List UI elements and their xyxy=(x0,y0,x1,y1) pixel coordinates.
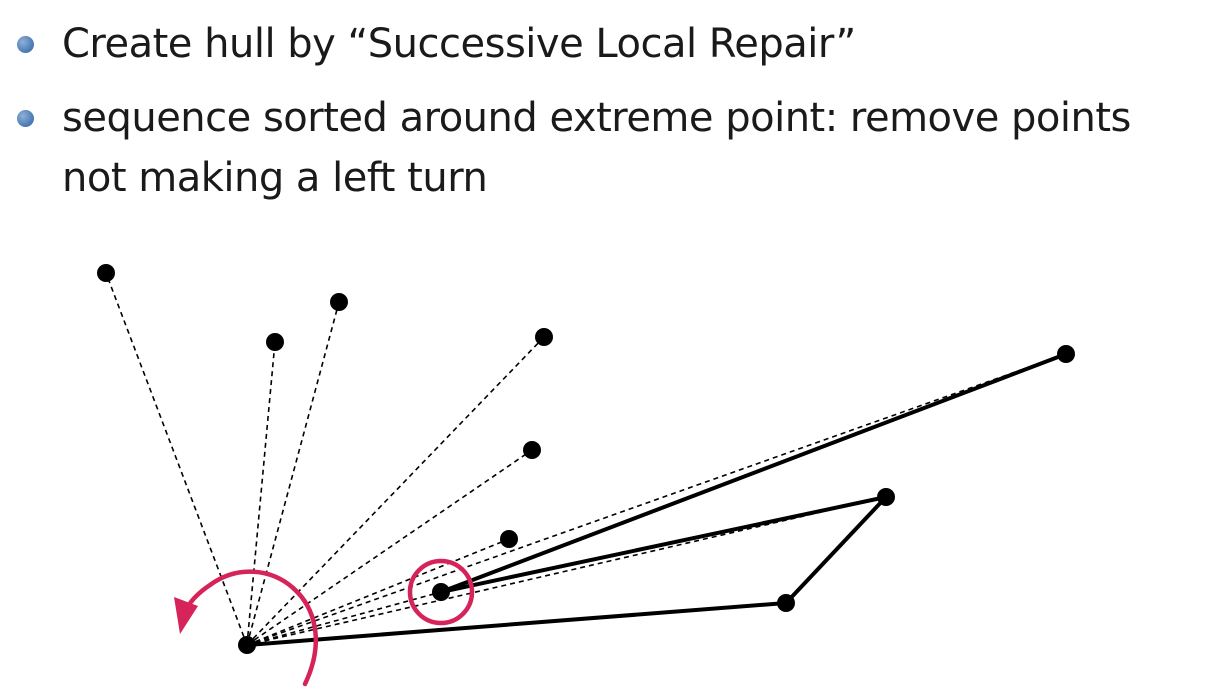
dashed-ray xyxy=(246,353,1067,646)
hull-edges xyxy=(245,352,1068,647)
bullet-dot-icon xyxy=(17,110,34,127)
point xyxy=(877,488,895,506)
rotation-arrow-icon xyxy=(174,569,319,687)
point xyxy=(1057,345,1075,363)
dashed-ray xyxy=(246,496,887,646)
bullet-1-text: Create hull by “Successive Local Repair” xyxy=(62,21,856,67)
dashed-ray xyxy=(246,301,340,646)
point xyxy=(432,583,450,601)
bullet-2-line-2: not making a left turn xyxy=(62,155,488,201)
hull-edge xyxy=(784,495,888,605)
dashed-rays xyxy=(105,272,1067,646)
point xyxy=(523,441,541,459)
extreme-point xyxy=(238,636,256,654)
highlight-circle-icon xyxy=(407,558,475,626)
point xyxy=(97,264,115,282)
point xyxy=(535,328,553,346)
hull-edge xyxy=(245,601,788,647)
dashed-ray xyxy=(105,272,248,646)
dashed-ray xyxy=(246,538,510,646)
point xyxy=(500,530,518,548)
hull-edge xyxy=(439,352,1068,594)
hull-edge xyxy=(439,495,888,594)
dashed-ray xyxy=(246,449,533,646)
dashed-ray xyxy=(246,591,442,646)
point xyxy=(266,333,284,351)
bullet-dot-icon xyxy=(17,36,34,53)
point xyxy=(777,594,795,612)
dashed-ray xyxy=(246,336,545,646)
dashed-ray xyxy=(246,341,276,646)
point xyxy=(330,293,348,311)
bullet-2-line-1: sequence sorted around extreme point: re… xyxy=(62,95,1131,141)
points xyxy=(97,264,1075,654)
